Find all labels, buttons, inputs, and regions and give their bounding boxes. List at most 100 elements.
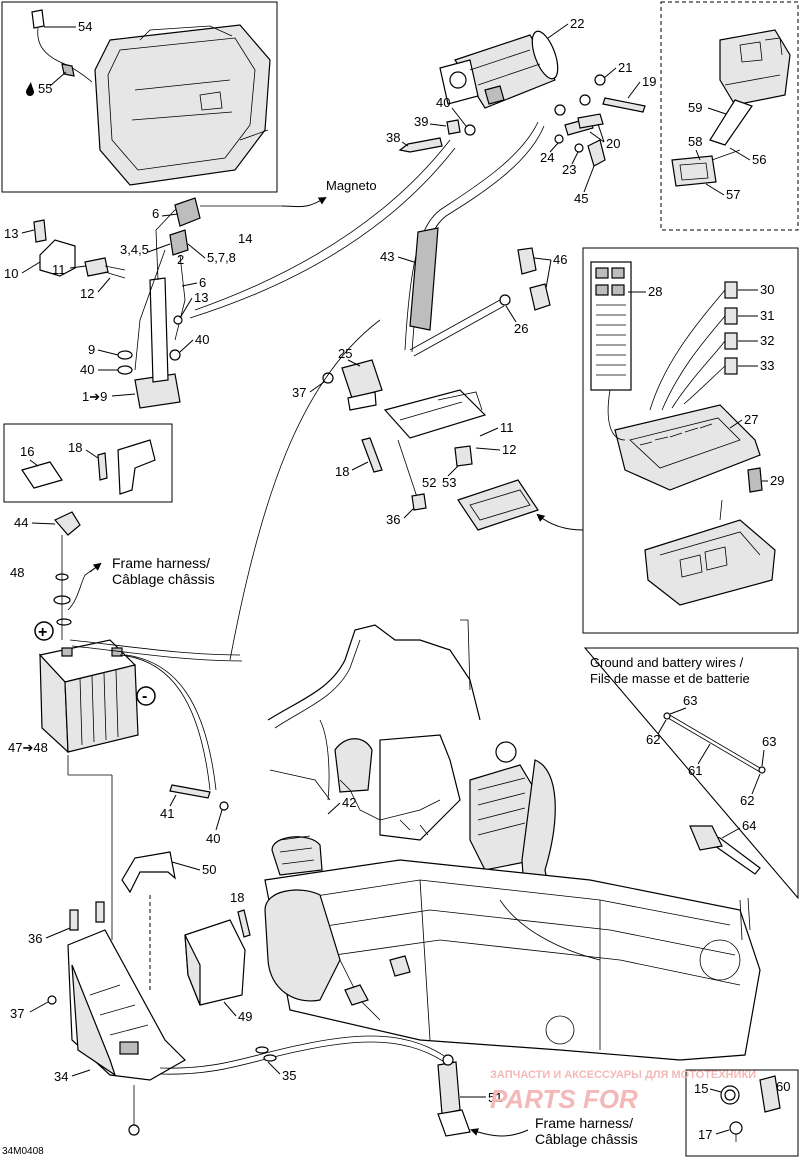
callout-18c: 18 <box>230 890 244 905</box>
frame-harness-top-en: Frame harness/ <box>112 555 210 571</box>
callout-6b: 6 <box>199 275 206 290</box>
battery <box>38 639 139 754</box>
inset-fasteners <box>685 1069 799 1157</box>
callout-50: 50 <box>202 862 216 877</box>
battery-tray <box>67 929 186 1081</box>
inset-brackets <box>3 423 173 503</box>
callout-29: 29 <box>770 473 784 488</box>
mounting-bracket <box>383 389 487 467</box>
callout-61: 61 <box>688 763 702 778</box>
watermark-tagline: ЗАПЧАСТИ И АКСЕССУАРЫ ДЛЯ МОТОТЕХНИКИ <box>490 1069 756 1081</box>
callout-52: 52 <box>422 475 436 490</box>
harness-connector <box>437 1054 471 1137</box>
callout-41: 41 <box>160 806 174 821</box>
callout-56: 56 <box>752 152 766 167</box>
liquid-drop-icon <box>26 82 34 96</box>
solenoid <box>322 359 383 411</box>
magneto-label: Magneto <box>326 178 377 193</box>
ground-wires-label-en: Ground and battery wires / <box>590 655 744 670</box>
negative-terminal-icon <box>136 686 156 706</box>
callout-20: 20 <box>606 136 620 151</box>
callout-1-to-9: 1➔9 <box>82 389 107 404</box>
callout-48: 48 <box>10 565 24 580</box>
callout-34: 34 <box>54 1069 68 1084</box>
callout-13b: 13 <box>194 290 208 305</box>
callout-62a: 62 <box>646 732 660 747</box>
callout-35: 35 <box>282 1068 296 1083</box>
callout-15: 15 <box>694 1081 708 1096</box>
callout-24: 24 <box>540 150 554 165</box>
callout-40a: 40 <box>436 95 450 110</box>
starter-motor <box>439 30 559 109</box>
callout-10: 10 <box>4 266 18 281</box>
callout-36a: 36 <box>386 512 400 527</box>
plus-sign: + <box>38 624 47 641</box>
callout-43: 43 <box>380 249 394 264</box>
inset-fusebox <box>582 247 799 634</box>
callout-27: 27 <box>744 412 758 427</box>
callout-40c: 40 <box>80 362 94 377</box>
callout-37b: 37 <box>10 1006 24 1021</box>
vehicle-frame <box>264 619 761 1061</box>
positive-terminal-icon <box>34 621 54 641</box>
callout-18a: 18 <box>335 464 349 479</box>
callout-57: 57 <box>726 187 740 202</box>
callout-11a: 11 <box>52 262 66 277</box>
callout-38: 38 <box>386 130 400 145</box>
callout-14: 14 <box>238 231 252 246</box>
callout-12a: 12 <box>80 286 94 301</box>
callout-23: 23 <box>562 162 576 177</box>
minus-sign: - <box>142 688 147 705</box>
callout-45: 45 <box>574 191 588 206</box>
callout-62b: 62 <box>740 793 754 808</box>
callout-11b: 11 <box>500 420 514 435</box>
callout-46: 46 <box>553 252 567 267</box>
document-code: 34M0408 <box>2 1146 44 1157</box>
callout-63b: 63 <box>762 734 776 749</box>
callout-17: 17 <box>698 1127 712 1142</box>
watermark-logo: PARTS FOR <box>490 1084 638 1114</box>
callout-578: 5,7,8 <box>207 250 236 265</box>
callout-40d: 40 <box>206 831 220 846</box>
frame-harness-top-fr: Câblage châssis <box>112 571 215 587</box>
callout-18b: 18 <box>68 440 82 455</box>
inset-ground-wires <box>583 647 799 900</box>
callout-40b: 40 <box>195 332 209 347</box>
callout-21: 21 <box>618 60 632 75</box>
ground-wires-label-fr: Fils de masse et de batterie <box>590 671 750 686</box>
arrow-right-icon: ➔ <box>89 389 100 404</box>
callout-54: 54 <box>78 19 92 34</box>
callout-44: 44 <box>14 515 28 530</box>
callout-19: 19 <box>642 74 656 89</box>
inset-connector <box>660 1 799 231</box>
callout-58: 58 <box>688 134 702 149</box>
callout-37a: 37 <box>292 385 306 400</box>
callout-32: 32 <box>760 333 774 348</box>
callout-13a: 13 <box>4 226 18 241</box>
callout-42: 42 <box>342 795 356 810</box>
starter-cable <box>404 121 545 353</box>
callout-22: 22 <box>570 16 584 31</box>
callout-30: 30 <box>760 282 774 297</box>
callout-6a: 6 <box>152 206 159 221</box>
callout-39: 39 <box>414 114 428 129</box>
callout-51: 51 <box>488 1090 502 1105</box>
callout-12b: 12 <box>502 442 516 457</box>
callout-55: 55 <box>38 81 52 96</box>
callout-64: 64 <box>742 818 756 833</box>
inset-airbox <box>1 1 278 193</box>
callout-28: 28 <box>648 284 662 299</box>
ignition-module <box>33 197 201 409</box>
frame-harness-bottom-fr: Câblage châssis <box>535 1131 638 1147</box>
callout-26: 26 <box>514 321 528 336</box>
callout-33: 33 <box>760 358 774 373</box>
arrow-right-icon: ➔ <box>22 740 33 755</box>
callout-49: 49 <box>238 1009 252 1024</box>
callout-16: 16 <box>20 444 34 459</box>
frame-harness-bottom-en: Frame harness/ <box>535 1115 633 1131</box>
callout-31: 31 <box>760 308 774 323</box>
callout-47-to-48: 47➔48 <box>8 740 48 755</box>
callout-2: 2 <box>177 252 184 267</box>
callout-345: 3,4,5 <box>120 242 149 257</box>
callout-9: 9 <box>88 342 95 357</box>
